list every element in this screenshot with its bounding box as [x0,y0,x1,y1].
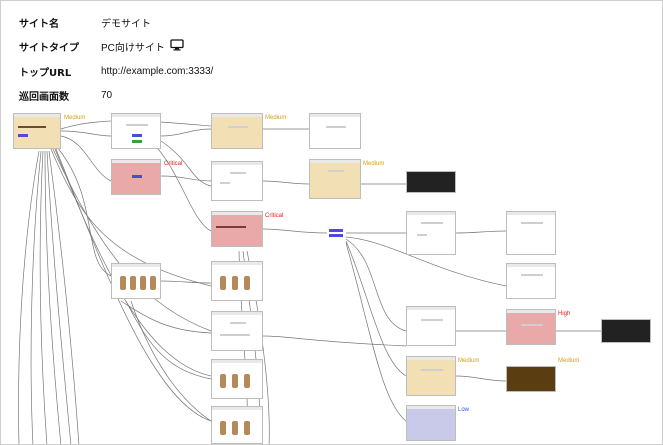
top-url-value[interactable]: http://example.com:3333/ [101,66,214,77]
page-node-list-4[interactable] [211,406,263,444]
edge [44,150,62,444]
edge [39,150,48,444]
site-type-value: PC向けサイト [101,43,165,54]
page-node-medium-3[interactable] [406,356,456,396]
page-count-value: 70 [101,90,113,101]
page-node-critical-2[interactable] [211,211,263,247]
page-node-list-3[interactable] [211,359,263,399]
edge [50,148,212,287]
info-page-count: 巡回画面数 70 [19,88,112,103]
monitor-icon [170,39,184,54]
edge [455,375,507,382]
edge [18,150,40,444]
edge [55,148,212,422]
page-node-list-2[interactable] [211,311,263,351]
page-node-page-a[interactable] [309,113,361,149]
edge [345,238,407,332]
page-node-form-critical[interactable] [111,159,161,195]
page-count-label: 巡回画面数 [19,92,69,103]
edge [56,146,112,277]
page-node-page-e[interactable] [506,263,556,299]
site-name-value: デモサイト [101,19,151,30]
edge [125,300,212,380]
edge [60,130,112,137]
page-node-dark-2[interactable] [601,319,651,343]
site-name-label: サイト名 [19,19,59,30]
severity-tag-medium: Medium [363,161,385,167]
edge [30,150,42,444]
severity-tag-medium: Medium [558,358,580,364]
page-node-list-1[interactable] [211,261,263,301]
edge [130,300,212,422]
page-node-login[interactable] [111,113,161,149]
edge [48,150,80,444]
severity-tag-critical: Critical [164,161,183,167]
page-node-low[interactable] [406,405,456,441]
edge [46,150,72,444]
page-node-medium-1[interactable] [211,113,263,149]
page-node-medium-2[interactable] [309,159,361,199]
page-node-small[interactable] [327,227,345,239]
edge [60,135,112,182]
severity-tag-medium: Medium [458,358,480,364]
page-node-page-c[interactable] [406,306,456,346]
page-node-page-d[interactable] [506,211,556,255]
edge [160,280,212,284]
page-node-top[interactable] [13,113,61,149]
edge [345,242,407,422]
severity-tag-low: Low [458,407,470,413]
page-node-high[interactable] [506,309,556,345]
edge [262,335,407,347]
edge [160,140,212,187]
edge [262,228,328,234]
page-node-dark-1[interactable] [406,171,456,193]
page-node-page-b[interactable] [406,211,456,255]
edge [455,230,507,234]
severity-tag-medium: Medium [265,115,287,121]
info-top-url: トップURL http://example.com:3333/ [19,64,213,79]
site-type-label: サイトタイプ [19,43,79,54]
edge [150,140,212,232]
edge [345,236,507,287]
edge [160,175,212,182]
edge [262,180,310,185]
severity-tag-medium: Medium [64,115,86,121]
edge [345,240,407,377]
info-site-type: サイトタイプ PC向けサイト [19,39,184,54]
info-site-name: サイト名 デモサイト [19,15,151,30]
page-node-products[interactable] [111,263,161,299]
edge [120,300,212,334]
severity-tag-high: High [558,311,571,317]
page-node-medium-4[interactable] [506,366,556,392]
top-url-label: トップURL [19,68,72,79]
severity-tag-critical: Critical [265,213,284,219]
edge [160,128,212,137]
page-node-detail[interactable] [211,161,263,201]
